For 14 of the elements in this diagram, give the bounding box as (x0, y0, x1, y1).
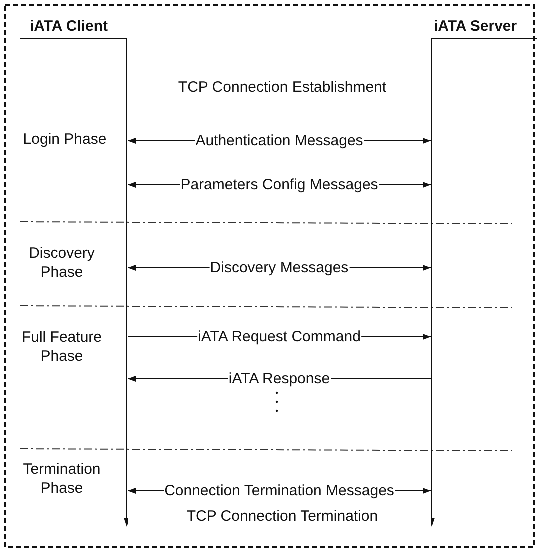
step-note: TCP Connection Establishment (177, 78, 388, 97)
phase-label: Login Phase (22, 130, 108, 149)
step-note: TCP Connection Termination (186, 507, 380, 526)
edge-label: Authentication Messages (194, 132, 364, 150)
edge-label: Connection Termination Messages (164, 482, 396, 500)
participant-heading: iATA Server (434, 18, 518, 36)
edge-label: Parameters Config Messages (180, 176, 380, 194)
phase-label: Discovery Phase (28, 244, 96, 282)
edge-label: iATA Request Command (197, 328, 362, 346)
edge-label: iATA Response (228, 370, 332, 388)
phase-label: Termination Phase (22, 460, 102, 498)
participant-heading: iATA Client (30, 18, 108, 36)
edge-label: Discovery Messages (209, 260, 350, 276)
phase-label: Full Feature Phase (20, 328, 104, 366)
